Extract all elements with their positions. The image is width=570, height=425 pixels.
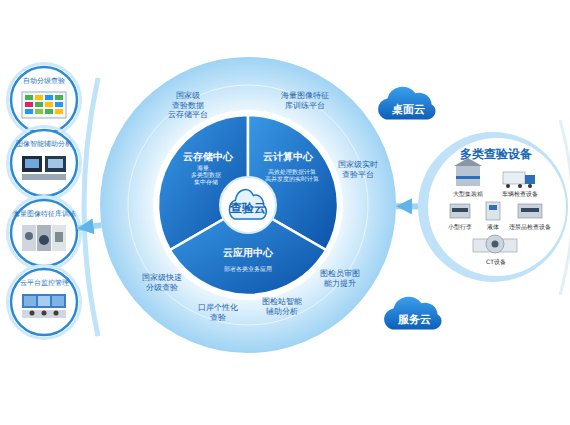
sec-title: 云存储中心 bbox=[183, 151, 233, 163]
cloud-label: 桌面云 bbox=[392, 103, 425, 116]
circle-halo bbox=[8, 197, 81, 270]
distribution-arc bbox=[84, 78, 98, 336]
circle-halo bbox=[8, 266, 81, 339]
flow-arrow bbox=[396, 203, 418, 209]
application-circle: 自动分级查验 bbox=[10, 66, 78, 134]
equip-label: 违禁品检查设备 bbox=[509, 223, 551, 230]
equip-label: 液体 bbox=[487, 223, 499, 230]
ring-label: 图检站智能 辅助分析 bbox=[262, 297, 302, 316]
ring-highlight bbox=[128, 85, 368, 325]
service-cloud-outline bbox=[378, 290, 448, 334]
equip-label: 车辆检查设备 bbox=[502, 190, 538, 197]
circle-border bbox=[11, 200, 77, 266]
equip-label: 小型行李 bbox=[448, 223, 472, 230]
cloud-shape bbox=[384, 297, 442, 330]
sec-sub: 海量、多类型数据 集中存储 bbox=[191, 164, 221, 186]
core-cloud: 查验云 bbox=[220, 177, 276, 233]
ring-label: 国家级 查验数据 云存储平台 bbox=[168, 91, 208, 120]
equip-label: 大型集装箱 bbox=[453, 190, 483, 197]
equip-title: 多类查验设备 bbox=[460, 147, 532, 161]
hub-circle bbox=[220, 177, 276, 233]
circle-halo bbox=[8, 127, 81, 200]
app-label: 海量图像特征库训练 bbox=[13, 211, 76, 219]
desktop-cloud-outline bbox=[372, 80, 442, 124]
cloud-shape bbox=[378, 87, 436, 120]
equipment-face bbox=[428, 138, 566, 276]
app-label: 云平台监控管理 bbox=[20, 280, 69, 288]
sec-title: 云计算中心 bbox=[263, 151, 313, 163]
circle-border bbox=[11, 269, 77, 335]
application-circle-outline bbox=[10, 199, 78, 267]
ring-label: 国家级实时 查验平台 bbox=[338, 160, 378, 179]
sec-sub: 高效处理数据计算 高并发度的实时计算 bbox=[265, 168, 319, 182]
platform-ring: 国家级 查验数据 云存储平台 海量图像特征 库训练平台国家级实时 查验平台国家级快… bbox=[100, 57, 396, 353]
desktop-cloud: 桌面云 bbox=[372, 80, 442, 124]
service-cloud: 服务云 bbox=[378, 290, 448, 334]
sec-title: 云应用中心 bbox=[223, 247, 273, 259]
hub-title: 查验云 bbox=[230, 201, 266, 215]
hub-cloud bbox=[229, 190, 266, 219]
ring-label: 口岸个性化 查验 bbox=[198, 303, 238, 322]
outer-ring bbox=[100, 57, 396, 353]
app-label: 图像智能辅助分析 bbox=[16, 141, 72, 149]
application-circle: 云平台监控管理 bbox=[10, 268, 78, 336]
circle-border bbox=[11, 67, 77, 133]
equip-label: CT设备 bbox=[486, 258, 506, 265]
app-label: 自动分级查验 bbox=[23, 78, 65, 86]
application-circle: 图像智能辅助分析 bbox=[10, 129, 78, 197]
application-circle-outline bbox=[10, 268, 78, 336]
circle-border bbox=[11, 130, 77, 196]
cloud-label: 服务云 bbox=[398, 313, 431, 326]
application-circle: 海量图像特征库训练 bbox=[10, 199, 78, 267]
ring-label: 国家级快速 分级查验 bbox=[142, 273, 182, 292]
equipment-circle: 多类查验设备大型集装箱 车辆检查设备小型行李 液体 违禁品检查设备 CT设备 bbox=[418, 132, 568, 282]
ring-label: 图检员审图 能力提升 bbox=[320, 269, 360, 288]
sec-sub: 部署各类业务应用 bbox=[224, 265, 272, 272]
equipment-halo bbox=[418, 132, 568, 282]
inner-gap bbox=[153, 110, 343, 300]
ring-label: 海量图像特征 库训练平台 bbox=[281, 91, 329, 110]
application-circle-outline bbox=[10, 66, 78, 134]
application-circle-outline bbox=[10, 129, 78, 197]
